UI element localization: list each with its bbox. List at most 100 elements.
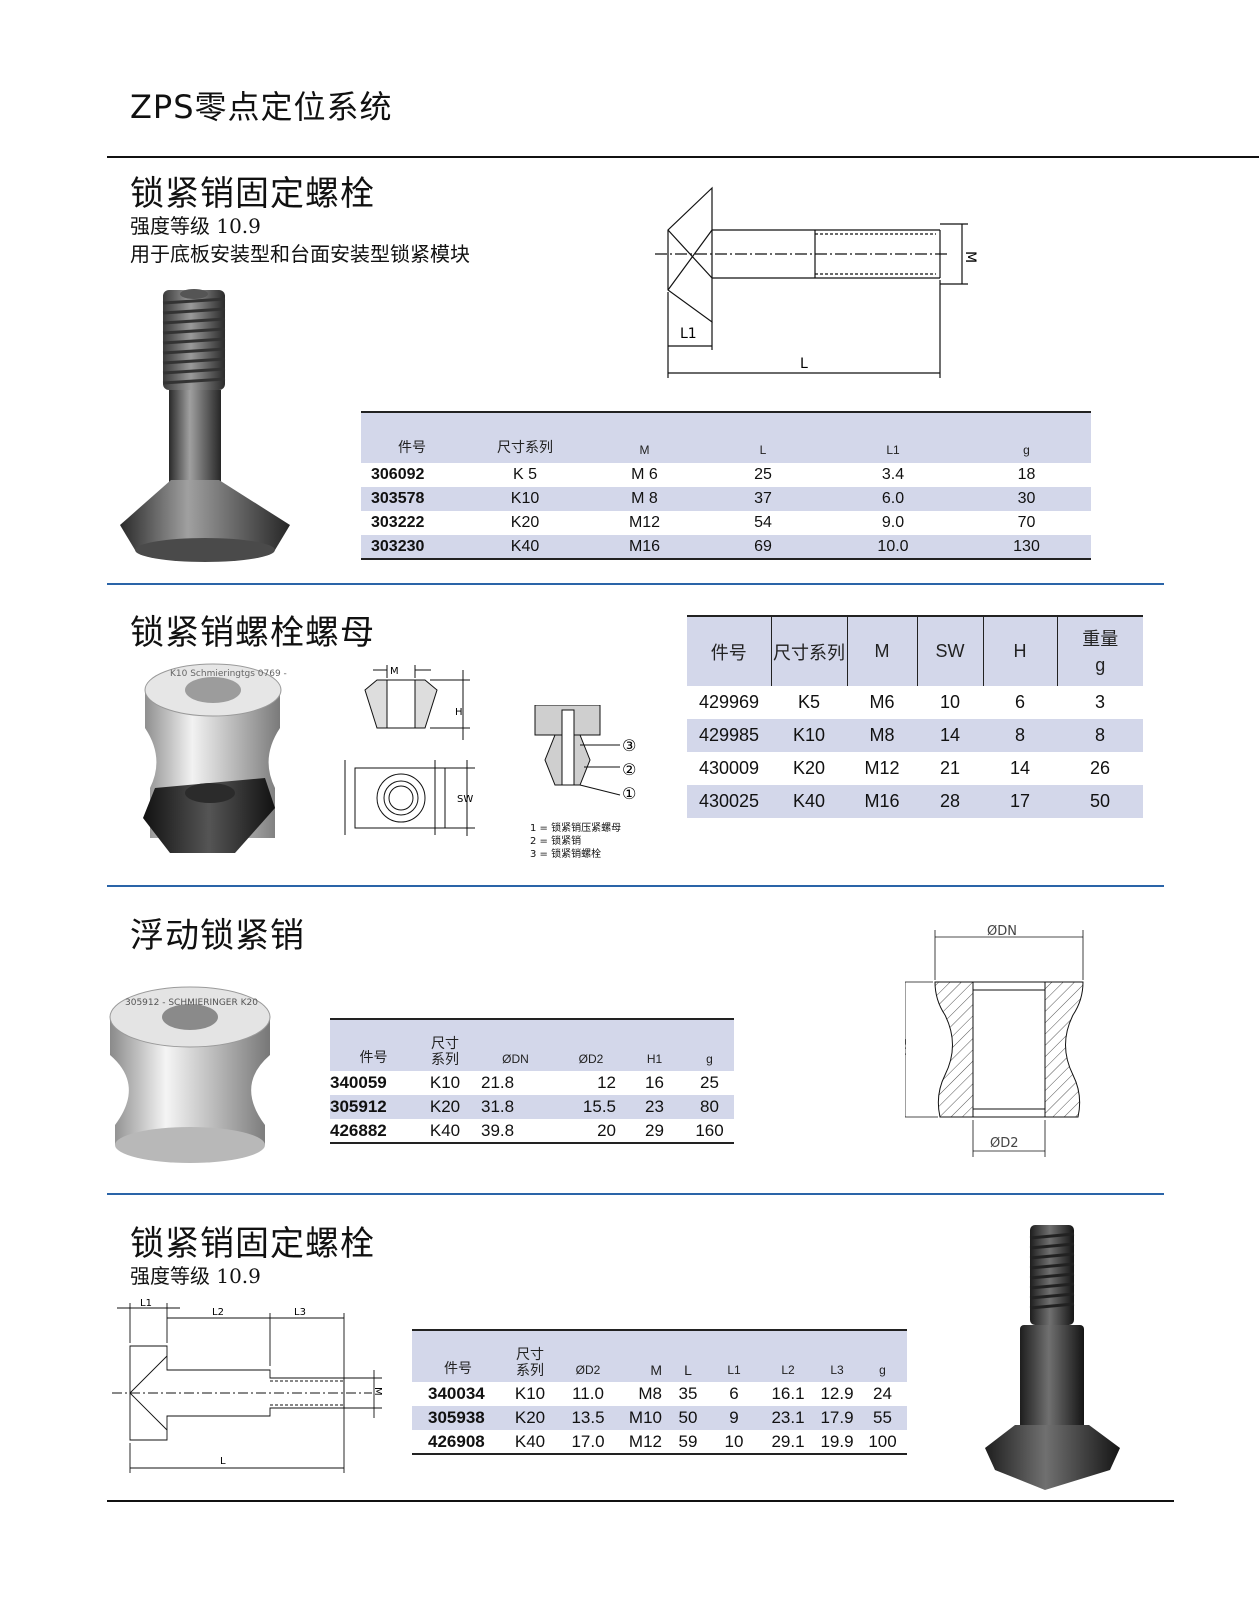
cell: M16: [847, 785, 917, 818]
footer-divider: [107, 1500, 1174, 1502]
cell: 30: [962, 487, 1091, 511]
part-number: 430025: [687, 785, 771, 818]
cell: 17: [983, 785, 1057, 818]
part-number: 303230: [361, 535, 463, 559]
page-title: ZPS零点定位系统: [130, 88, 393, 126]
col-header: g: [685, 1019, 734, 1071]
header-divider: [107, 156, 1259, 158]
cell: M12: [628, 514, 661, 531]
col-header: 重量: [1082, 628, 1119, 649]
cell: 39.8: [481, 1120, 515, 1140]
col-header: L3: [816, 1330, 858, 1382]
col-header: 件号: [330, 1019, 417, 1071]
cell: 15.5: [558, 1095, 624, 1119]
cell: 25: [754, 466, 772, 483]
cell: 69: [702, 535, 824, 559]
floating-pin-drawing: ØDN ØD2 H1: [905, 925, 1084, 1157]
col-header: L: [668, 1330, 708, 1382]
cell: 8: [983, 719, 1057, 752]
col-header: 尺寸: [431, 1035, 459, 1051]
cell: 10: [724, 1431, 744, 1451]
cell: 37: [702, 487, 824, 511]
cell: 6: [729, 1384, 739, 1403]
assembly-drawing: ③ ② ①: [534, 705, 636, 803]
cell: K10: [429, 1073, 461, 1092]
sw-label: SW: [457, 794, 473, 805]
cell: 160: [695, 1120, 724, 1140]
col-header: 尺寸系列: [463, 412, 587, 463]
cell: 16: [645, 1073, 664, 1092]
l-label: L: [800, 356, 808, 372]
cell: K20: [504, 1406, 556, 1430]
col-header: L: [702, 412, 824, 463]
cell: K10: [514, 1384, 546, 1403]
cell: M8: [638, 1384, 662, 1403]
cell: 29: [645, 1120, 664, 1140]
part-number: 305912: [330, 1095, 417, 1119]
cell: 12.9: [820, 1384, 854, 1403]
cell: 10: [939, 692, 961, 712]
cell: K40: [429, 1120, 461, 1140]
cell: 28: [917, 785, 983, 818]
cell: 10.0: [824, 535, 962, 559]
cell: M6: [869, 692, 895, 712]
l-label: L: [220, 1456, 226, 1467]
cell: 26: [1089, 758, 1111, 778]
cell: K20: [417, 1095, 473, 1119]
cell: 9.0: [881, 514, 905, 531]
col-header: 尺寸: [516, 1346, 544, 1362]
section-divider: [107, 583, 1164, 585]
bolt2-dimension-drawing: L1 L2 L3 M L: [112, 1298, 383, 1473]
cell: 16.1: [771, 1384, 805, 1403]
section-title: 锁紧销螺栓螺母: [130, 613, 375, 653]
l1-label: L1: [140, 1298, 152, 1309]
col-header: M: [620, 1330, 668, 1382]
cell: 54: [754, 514, 772, 531]
cell: 8: [1057, 719, 1143, 752]
cell: 29.1: [771, 1431, 805, 1451]
cell: K5: [797, 692, 821, 712]
cell: 50: [668, 1406, 708, 1430]
cell: 20: [597, 1120, 616, 1140]
part-number: 426908: [428, 1431, 485, 1451]
col-header: 件号: [687, 616, 772, 686]
section-title: 锁紧销固定螺栓: [130, 174, 375, 214]
col-header: H: [983, 616, 1058, 686]
cell: 80: [685, 1095, 734, 1119]
bolt-dimension-drawing: M L1 L: [655, 186, 978, 378]
h1-label: H1: [905, 1038, 910, 1056]
cell: 17.0: [571, 1431, 605, 1451]
legend-item: 2 = 锁紧销: [530, 836, 582, 847]
photo-engraving: K10 Schmieringtgs 0769 -: [170, 669, 287, 679]
l3-label: L3: [294, 1307, 306, 1318]
legend-item: 3 = 锁紧销螺栓: [530, 849, 602, 860]
cell: M12: [864, 758, 900, 778]
cell: 14: [1009, 758, 1031, 778]
l2-label: L2: [212, 1307, 224, 1318]
cell: 100: [868, 1431, 897, 1451]
bolt-photo: [120, 289, 290, 562]
col-header: g: [962, 412, 1091, 463]
col-header: H1: [624, 1019, 685, 1071]
cell: 59: [678, 1431, 698, 1451]
m-label: M: [372, 1387, 383, 1396]
part-number: 340034: [428, 1384, 485, 1403]
cell: M12: [628, 1431, 662, 1451]
cell: 55: [858, 1406, 907, 1430]
cell: 17.9: [816, 1406, 858, 1430]
part-number: 429969: [698, 692, 760, 712]
d2-label: ØD2: [990, 1136, 1019, 1151]
cell: 19.9: [820, 1431, 854, 1451]
col-header: 系列: [431, 1051, 459, 1067]
cell: 12: [597, 1073, 616, 1092]
col-header: M: [587, 412, 702, 463]
cell: M 8: [587, 487, 702, 511]
